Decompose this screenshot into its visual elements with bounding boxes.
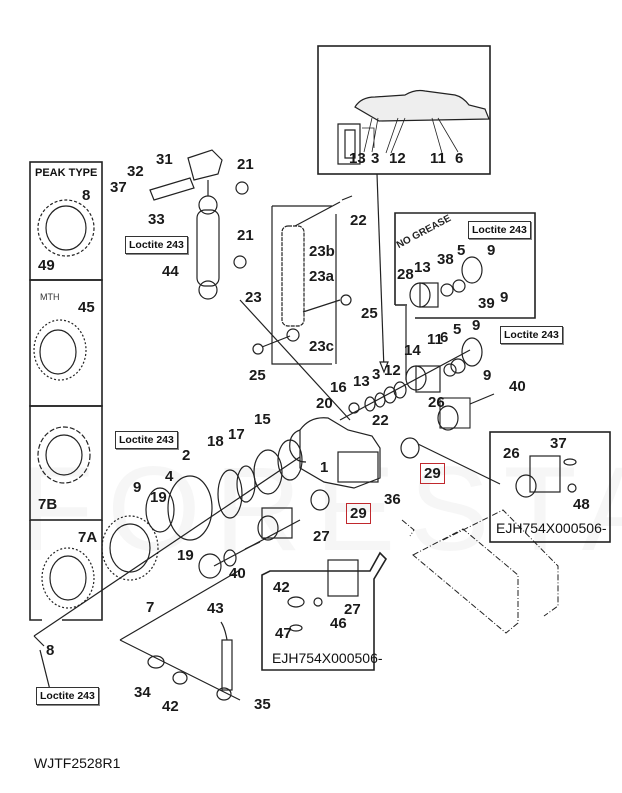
detail-callout-12: 12	[389, 150, 406, 167]
callout-47: 47	[275, 625, 292, 642]
callout-49: 49	[38, 257, 55, 274]
callout-11: 11	[427, 331, 443, 348]
callout-6: 6	[440, 329, 449, 346]
callout-9-right: 9	[483, 367, 492, 384]
detail-callout-6: 6	[455, 150, 464, 167]
loctite-label-cylinder: Loctite 243	[125, 236, 188, 254]
callout-7b: 7B	[38, 496, 58, 513]
callout-42: 42	[162, 698, 179, 715]
ejh-bottom-caption: EJH754X000506-	[272, 650, 383, 666]
callout-37-inset: 37	[550, 435, 567, 452]
inset-ejh-bottom-box	[261, 551, 388, 671]
inset-ejh-right-box	[489, 431, 611, 543]
inset-detail-box	[317, 45, 491, 175]
callout-25-right: 25	[361, 305, 378, 322]
highlight-29-left[interactable]: 29	[346, 503, 371, 524]
callout-5-ng: 5	[457, 242, 466, 259]
loctite-label-no-grease: Loctite 243	[468, 221, 531, 239]
callout-31: 31	[156, 151, 173, 168]
callout-43: 43	[207, 600, 224, 617]
detail-callout-3: 3	[371, 150, 380, 167]
callout-35: 35	[254, 696, 271, 713]
callout-21-top: 21	[237, 156, 254, 173]
callout-39: 39	[478, 295, 495, 312]
callout-23c: 23c	[309, 338, 335, 355]
main-housing	[299, 417, 381, 489]
callout-12: 12	[384, 362, 401, 379]
callout-32: 32	[127, 163, 144, 180]
callout-19-bottom: 19	[177, 547, 194, 564]
callout-14: 14	[404, 342, 421, 359]
callout-8-peak: 8	[82, 187, 91, 204]
callout-25-left: 25	[249, 367, 266, 384]
callout-21-bottom: 21	[237, 227, 254, 244]
callout-22-top: 22	[350, 212, 367, 229]
callout-15: 15	[254, 411, 271, 428]
callout-3: 3	[372, 366, 381, 383]
callout-26: 26	[428, 394, 445, 411]
callout-23: 23	[245, 289, 262, 306]
callout-2: 2	[182, 447, 191, 464]
callout-40: 40	[229, 565, 246, 582]
figure-id: WJTF2528R1	[34, 755, 121, 771]
callout-23a: 23a	[309, 268, 335, 285]
shock-bracket	[271, 205, 337, 365]
callout-26-inset: 26	[503, 445, 520, 462]
callout-45: 45	[78, 299, 95, 316]
callout-16: 16	[330, 379, 347, 396]
callout-17: 17	[228, 426, 245, 443]
callout-9-top: 9	[472, 317, 481, 334]
callout-5: 5	[453, 321, 462, 338]
callout-44: 44	[162, 263, 179, 280]
callout-34: 34	[134, 684, 151, 701]
callout-27-inset: 27	[344, 601, 361, 618]
callout-46: 46	[330, 615, 347, 632]
peak-type-title: PEAK TYPE	[35, 167, 98, 179]
callout-36: 36	[384, 491, 401, 508]
callout-38: 38	[437, 251, 454, 268]
mth-title: MTH	[40, 292, 60, 302]
callout-9-ng-top: 9	[487, 242, 496, 259]
callout-48: 48	[573, 496, 590, 513]
detail-callout-11: 11	[430, 150, 446, 167]
callout-27: 27	[313, 528, 330, 545]
callout-8: 8	[46, 642, 55, 659]
callout-9-ng-bottom: 9	[500, 289, 509, 306]
callout-13: 13	[353, 373, 370, 390]
frame-phantom	[401, 509, 559, 634]
highlight-29-right[interactable]: 29	[420, 463, 445, 484]
callout-42-inset: 42	[273, 579, 290, 596]
detail-housing	[354, 89, 490, 122]
loctite-label-right: Loctite 243	[500, 326, 563, 344]
callout-37: 37	[110, 179, 127, 196]
ejh-right-caption: EJH754X000506-	[496, 520, 607, 536]
inset-no-grease-box	[394, 212, 536, 319]
callout-7a: 7A	[78, 529, 98, 546]
callout-9: 9	[133, 479, 142, 496]
callout-13-ng: 13	[414, 259, 431, 276]
callout-33: 33	[148, 211, 165, 228]
callout-40-right: 40	[509, 378, 526, 395]
callout-4: 4	[165, 468, 174, 485]
inset-7b-box	[29, 405, 103, 521]
detail-callout-13: 13	[349, 150, 366, 167]
loctite-label-final-drive: Loctite 243	[115, 431, 178, 449]
callout-23b: 23b	[309, 243, 335, 260]
callout-20: 20	[316, 395, 333, 412]
callout-22: 22	[372, 412, 389, 429]
callout-18: 18	[207, 433, 224, 450]
callout-7: 7	[146, 599, 155, 616]
callout-19-top: 19	[150, 489, 167, 506]
callout-28: 28	[397, 266, 414, 283]
loctite-label-bottom-left: Loctite 243	[36, 687, 99, 705]
callout-1: 1	[320, 459, 329, 476]
